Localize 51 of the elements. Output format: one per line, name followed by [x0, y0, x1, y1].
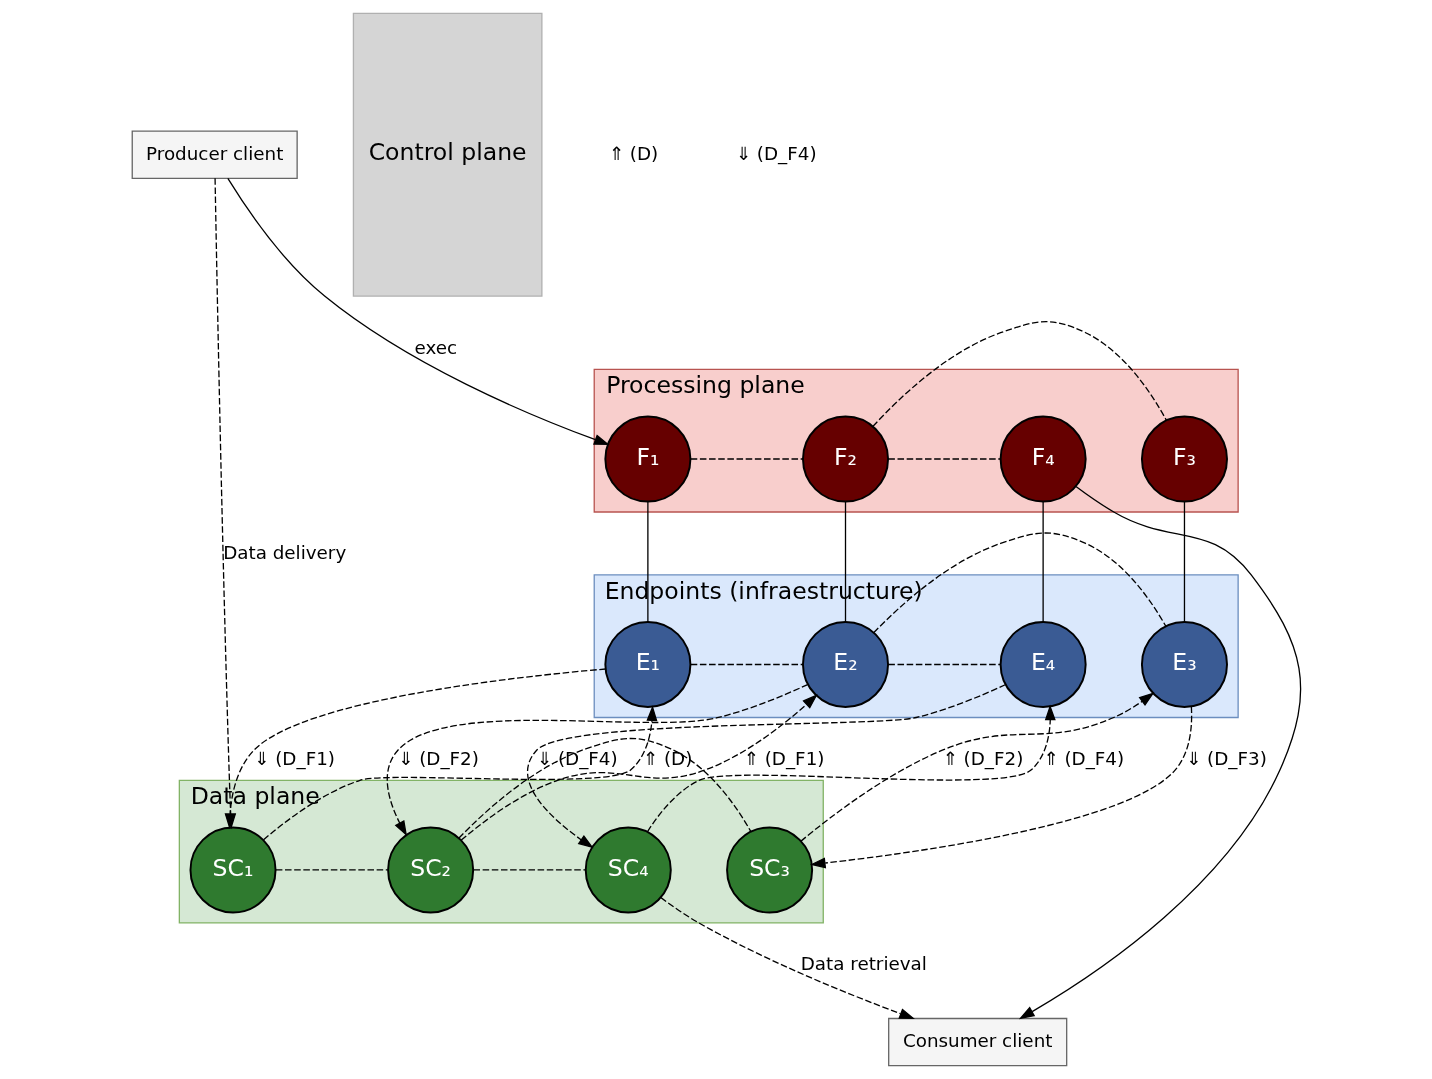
arrow — [262, 705, 657, 841]
connector — [1183, 501, 1185, 623]
arrow — [224, 668, 606, 830]
arrow — [226, 177, 610, 445]
connector — [646, 501, 649, 623]
edge-label: ⇓ (D_F1) — [253, 747, 335, 769]
arrow — [809, 706, 1192, 869]
arrow — [646, 704, 1056, 833]
label: ⇓ (D_F4) — [735, 142, 817, 164]
node-circle: E₄ — [999, 620, 1087, 708]
node-circle: F₂ — [801, 415, 889, 503]
edge-label: Data retrieval — [800, 953, 927, 975]
label: ⇑ (D) — [608, 142, 658, 164]
node-circle: SC₄ — [584, 826, 672, 914]
connector — [887, 458, 1001, 460]
edge-label: Data delivery — [222, 542, 346, 564]
connector — [274, 869, 388, 871]
edge-label: ⇑ (D) — [642, 747, 692, 769]
arrow — [526, 684, 1006, 849]
connector — [457, 737, 752, 839]
node-circle: SC₃ — [725, 826, 813, 914]
arrow — [213, 177, 236, 830]
edge-label: ⇓ (D_F4) — [536, 747, 618, 769]
edge-label: ⇓ (D_F3) — [1185, 747, 1267, 769]
node-circle: F₁ — [603, 415, 691, 503]
edge-label: ⇑ (D_F2) — [941, 747, 1023, 769]
connector — [887, 663, 1001, 666]
edge-label: exec — [414, 336, 457, 358]
connector — [472, 869, 586, 871]
edge-label: ⇑ (D_F4) — [1042, 747, 1124, 769]
edge-label: ⇓ (D_F2) — [397, 747, 479, 769]
connector — [689, 663, 803, 666]
node-box: Control plane — [352, 12, 543, 297]
node-circle: F₃ — [1140, 415, 1228, 503]
arrow — [799, 692, 1154, 842]
connector — [689, 458, 803, 460]
node-circle: F₄ — [999, 415, 1087, 503]
connector — [1041, 501, 1044, 623]
arrow — [460, 694, 818, 841]
arrow — [1018, 485, 1301, 1020]
node-box: Producer client — [131, 130, 298, 179]
node-circle: SC₁ — [189, 826, 277, 914]
connector — [872, 532, 1166, 634]
connector — [871, 321, 1167, 427]
connector — [844, 501, 846, 623]
arrow — [386, 683, 808, 837]
node-box: Consumer client — [887, 1017, 1067, 1067]
node-circle: E₁ — [603, 620, 691, 708]
node-circle: SC₂ — [386, 826, 474, 914]
arrow — [659, 897, 915, 1020]
edge-label: ⇑ (D_F1) — [743, 747, 824, 769]
